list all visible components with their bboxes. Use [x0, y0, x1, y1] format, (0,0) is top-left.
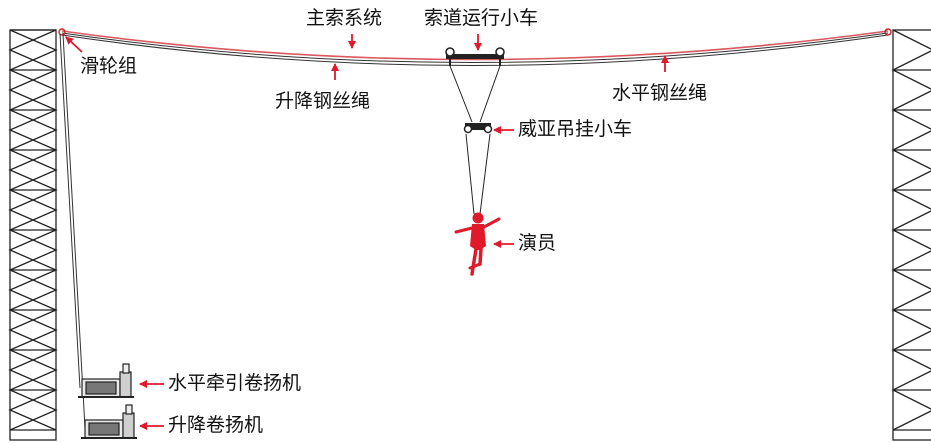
horizontal-traction-winch [78, 363, 134, 398]
label-wire-suspension-trolley: 威亚吊挂小车 [518, 118, 633, 140]
lifting-wire-rope-line [61, 34, 889, 66]
horizontal-wire-rope-line [61, 32, 889, 63]
suspension-line-left [449, 65, 473, 123]
right-pulley [884, 28, 892, 36]
label-horizontal-wire-rope: 水平钢丝绳 [612, 82, 708, 104]
label-lifting-wire-rope: 升降钢丝绳 [275, 90, 371, 112]
left-pulley [58, 28, 66, 36]
cableway-trolley [445, 47, 505, 66]
performer-line-left [465, 133, 475, 215]
suspension-line-right [479, 65, 501, 123]
label-cableway-trolley: 索道运行小车 [424, 7, 539, 29]
lifting-winch [81, 404, 137, 439]
performer-line-right [479, 133, 491, 215]
left-down-rope-1 [59, 33, 81, 389]
label-horizontal-traction-winch: 水平牵引卷扬机 [168, 372, 302, 394]
performer-figure [454, 212, 501, 276]
left-truss-tower [8, 29, 58, 441]
label-pulley-group: 滑轮组 [80, 55, 138, 77]
main-cable [61, 30, 889, 61]
label-main-cable-system: 主索系统 [306, 7, 383, 29]
left-down-rope-2 [62, 33, 86, 429]
right-truss-tower [891, 29, 931, 441]
label-lifting-winch: 升降卷扬机 [168, 414, 264, 436]
wire-suspension-trolley [463, 123, 493, 134]
label-performer: 演员 [518, 232, 557, 254]
arrow-pulley-group [65, 36, 83, 53]
